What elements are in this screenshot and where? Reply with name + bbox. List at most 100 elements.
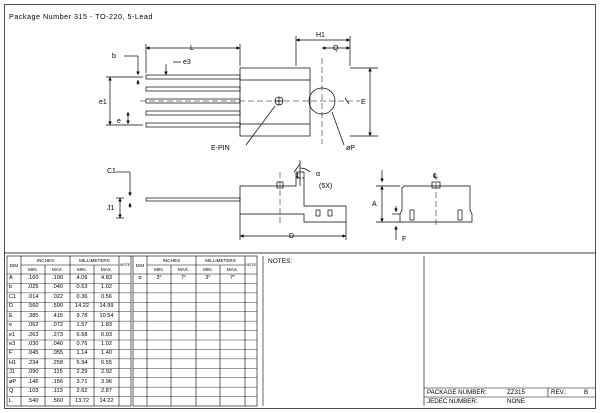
label-L: L bbox=[190, 45, 194, 52]
table-cell-dim: H1 bbox=[9, 359, 17, 366]
label-oP: øP bbox=[346, 145, 355, 152]
table-cell-mm-min: 13.72 bbox=[75, 397, 89, 404]
header-mm-2: MILLIMETERS bbox=[205, 258, 236, 263]
header-in-min-2: MIN. bbox=[154, 267, 164, 272]
angle-mm-min: 3° bbox=[205, 275, 211, 281]
table-cell-dim: b bbox=[9, 284, 13, 291]
table-cell-in-max: .072 bbox=[52, 322, 63, 329]
table-cell-dim: F bbox=[9, 350, 13, 357]
table-cell-dim: E bbox=[9, 312, 13, 319]
table-cell-in-min: .234 bbox=[27, 359, 39, 366]
table-cell-in-min: .045 bbox=[27, 350, 39, 357]
table-cell-dim: L bbox=[9, 397, 13, 404]
table-cell-in-max: .258 bbox=[52, 359, 63, 366]
label-5x: (5X) bbox=[319, 183, 332, 190]
angle-mm-max: 7° bbox=[229, 275, 236, 281]
table-cell-dim: e1 bbox=[9, 331, 16, 338]
header-inches-2: INCHES bbox=[162, 258, 181, 263]
table-cell-mm-max: 2.87 bbox=[101, 388, 112, 395]
table-cell-dim: C1 bbox=[9, 293, 17, 300]
label-alpha: α bbox=[316, 171, 320, 178]
table-cell-mm-max: 10.54 bbox=[99, 312, 114, 319]
table-cell-in-max: .560 bbox=[52, 397, 63, 404]
table-cell-in-min: .090 bbox=[27, 369, 39, 376]
table-cell-mm-max: 4.83 bbox=[101, 275, 112, 281]
header-mm-max-2: MAX. bbox=[226, 267, 239, 272]
table-cell-mm-max: 0.56 bbox=[101, 293, 112, 300]
table-cell-in-max: .273 bbox=[52, 331, 63, 338]
label-centerline-side: ℄ bbox=[295, 173, 301, 180]
table-cell-mm-min: 1.57 bbox=[76, 322, 88, 329]
table-cell-dim: D bbox=[9, 303, 14, 310]
label-A: A bbox=[372, 201, 377, 208]
dimension-table-grid bbox=[6, 255, 595, 407]
table-cell-dim: e bbox=[9, 322, 13, 329]
header-in-max: MAX. bbox=[51, 267, 64, 272]
label-e3: e3 bbox=[183, 59, 191, 66]
table-cell-mm-max: 1.40 bbox=[101, 350, 112, 357]
table-cell-dim: e3 bbox=[9, 341, 16, 347]
header-in-min: MIN. bbox=[28, 267, 38, 272]
table-cell-mm-min: 1.14 bbox=[76, 350, 88, 357]
mounting-hole bbox=[308, 87, 336, 115]
table-cell-in-max: .190 bbox=[52, 275, 63, 281]
jedec-number-label: JEDEC NUMBER: bbox=[427, 398, 478, 405]
end-view bbox=[376, 170, 473, 240]
header-dim-2: DIM bbox=[135, 263, 145, 268]
label-H1: H1 bbox=[316, 32, 325, 39]
notes-title: NOTES: bbox=[268, 258, 293, 265]
table-cell-mm-max: 14.22 bbox=[99, 397, 114, 404]
header-in-max-2: MAX. bbox=[177, 267, 190, 272]
table-cell-mm-max: 1.02 bbox=[101, 341, 112, 347]
table-cell-in-min: .560 bbox=[27, 303, 39, 310]
header-mm: MILLIMETERS bbox=[79, 258, 110, 263]
table-cell-in-min: .062 bbox=[27, 322, 39, 329]
table-cell-mm-min: 5.94 bbox=[76, 359, 88, 366]
table-cell-in-max: .040 bbox=[52, 284, 63, 291]
package-number-label: PACKAGE NUMBER: bbox=[427, 389, 487, 396]
rev-label: REV.: bbox=[551, 389, 567, 396]
label-e: e bbox=[117, 118, 121, 125]
table-cell-in-max: .415 bbox=[52, 312, 63, 319]
table-cell-mm-min: 0.36 bbox=[76, 293, 88, 300]
table-cell-mm-max: 14.99 bbox=[99, 303, 114, 310]
table-cell-mm-max: 2.92 bbox=[101, 369, 112, 376]
table-cell-in-min: .263 bbox=[27, 331, 39, 338]
table-cell-in-max: .022 bbox=[52, 293, 63, 300]
table-cell-dim: øP bbox=[9, 378, 17, 385]
table-cell-in-max: .156 bbox=[52, 378, 63, 385]
label-E: E bbox=[361, 99, 366, 106]
table-cell-mm-max: 3.96 bbox=[101, 378, 112, 385]
table-cell-mm-min: 0.76 bbox=[76, 341, 88, 347]
table-cell-dim: A bbox=[9, 275, 13, 281]
angle-in-max: 7° bbox=[180, 275, 187, 281]
table-cell-in-max: .055 bbox=[52, 350, 63, 357]
table-cell-mm-min: 2.29 bbox=[76, 369, 88, 376]
table-cell-mm-min: 9.78 bbox=[76, 312, 88, 319]
top-view bbox=[106, 36, 378, 146]
header-note-2: NOTE bbox=[246, 263, 256, 267]
label-F: F bbox=[402, 236, 406, 243]
jedec-number-value: NONE bbox=[507, 398, 525, 405]
header-note: NOTE bbox=[120, 263, 130, 267]
table-cell-in-min: .385 bbox=[27, 312, 39, 319]
table-cell-in-min: .030 bbox=[27, 341, 39, 347]
table-cell-mm-min: 14.22 bbox=[75, 303, 89, 310]
label-e-pin: E-PIN bbox=[211, 145, 230, 152]
label-C1: C1 bbox=[107, 168, 116, 175]
table-cell-in-max: .113 bbox=[52, 388, 63, 395]
table-cell-mm-min: 2.62 bbox=[76, 388, 88, 395]
table-cell-mm-min: 3.71 bbox=[76, 378, 88, 385]
table-cell-dim: Q bbox=[9, 388, 14, 395]
label-e1: e1 bbox=[99, 99, 107, 106]
table-cell-mm-max: 1.83 bbox=[101, 322, 112, 329]
table-cell-in-min: .025 bbox=[27, 284, 39, 291]
header-mm-max: MAX. bbox=[100, 267, 113, 272]
label-b: b bbox=[112, 53, 116, 60]
table-cell-mm-max: 1.02 bbox=[101, 284, 112, 291]
label-centerline: ℄ bbox=[432, 173, 438, 180]
label-D: D bbox=[289, 233, 294, 240]
table-cell-in-min: .103 bbox=[27, 388, 39, 395]
